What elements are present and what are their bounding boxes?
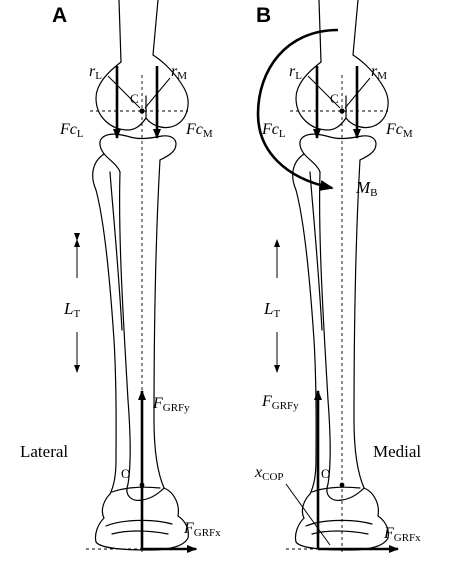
panel-a-leg-bones xyxy=(92,0,189,551)
panel-b-fc-lateral: FcL xyxy=(261,121,286,140)
panel-a-origin-o: O xyxy=(121,466,130,481)
panel-b-center-c: C xyxy=(330,91,339,106)
panel-b-r-medial: rM xyxy=(371,63,387,82)
panel-b: B rL rM C FcL FcM MB LT FGRFy FGRFx xCOP xyxy=(254,0,421,553)
panel-a-r-lateral-leader xyxy=(107,75,141,109)
panel-a-center-c: C xyxy=(130,91,139,106)
panel-b-label: B xyxy=(256,4,271,27)
panel-a-label: A xyxy=(52,4,67,27)
panel-b-side-label: Medial xyxy=(373,442,421,461)
panel-b-origin-o: O xyxy=(321,466,330,481)
panel-a-fc-lateral: FcL xyxy=(59,121,84,140)
panel-b-knee-center-dot xyxy=(339,108,345,114)
panel-a-r-medial-leader xyxy=(144,77,171,109)
panel-a-grf-horizontal: FGRFx xyxy=(183,520,221,539)
panel-b-moment: MB xyxy=(355,178,378,199)
panel-b-cop-offset: xCOP xyxy=(254,464,284,483)
panel-a-side-label: Lateral xyxy=(20,442,68,461)
panel-a-knee-center-dot xyxy=(139,108,145,114)
panel-b-fc-medial: FcM xyxy=(385,121,413,140)
panel-a-fc-medial: FcM xyxy=(185,121,213,140)
panel-b-grf-horizontal: FGRFx xyxy=(383,525,421,544)
panel-a-r-medial: rM xyxy=(171,63,187,82)
panel-a-grf-vertical: FGRFy xyxy=(152,395,190,414)
panel-b-origin-dot xyxy=(339,482,345,488)
panel-a-r-lateral: rL xyxy=(89,63,102,82)
panel-b-grf-vertical: FGRFy xyxy=(261,393,299,412)
panel-b-r-medial-leader xyxy=(344,77,371,109)
panel-b-r-lateral: rL xyxy=(289,63,302,82)
panel-b-leg-bones xyxy=(292,0,389,551)
panel-b-moment-arc xyxy=(256,28,339,191)
panel-a-tibia-length: LT xyxy=(63,299,80,320)
panel-b-r-lateral-leader xyxy=(307,75,341,109)
panel-b-tibia-length: LT xyxy=(263,299,280,320)
panel-b-cop-leader xyxy=(285,483,331,546)
panel-a-origin-dot xyxy=(139,482,145,488)
panel-a: A rL rM C FcL FcM LT FGRFy FGRFx O Later… xyxy=(20,0,221,553)
